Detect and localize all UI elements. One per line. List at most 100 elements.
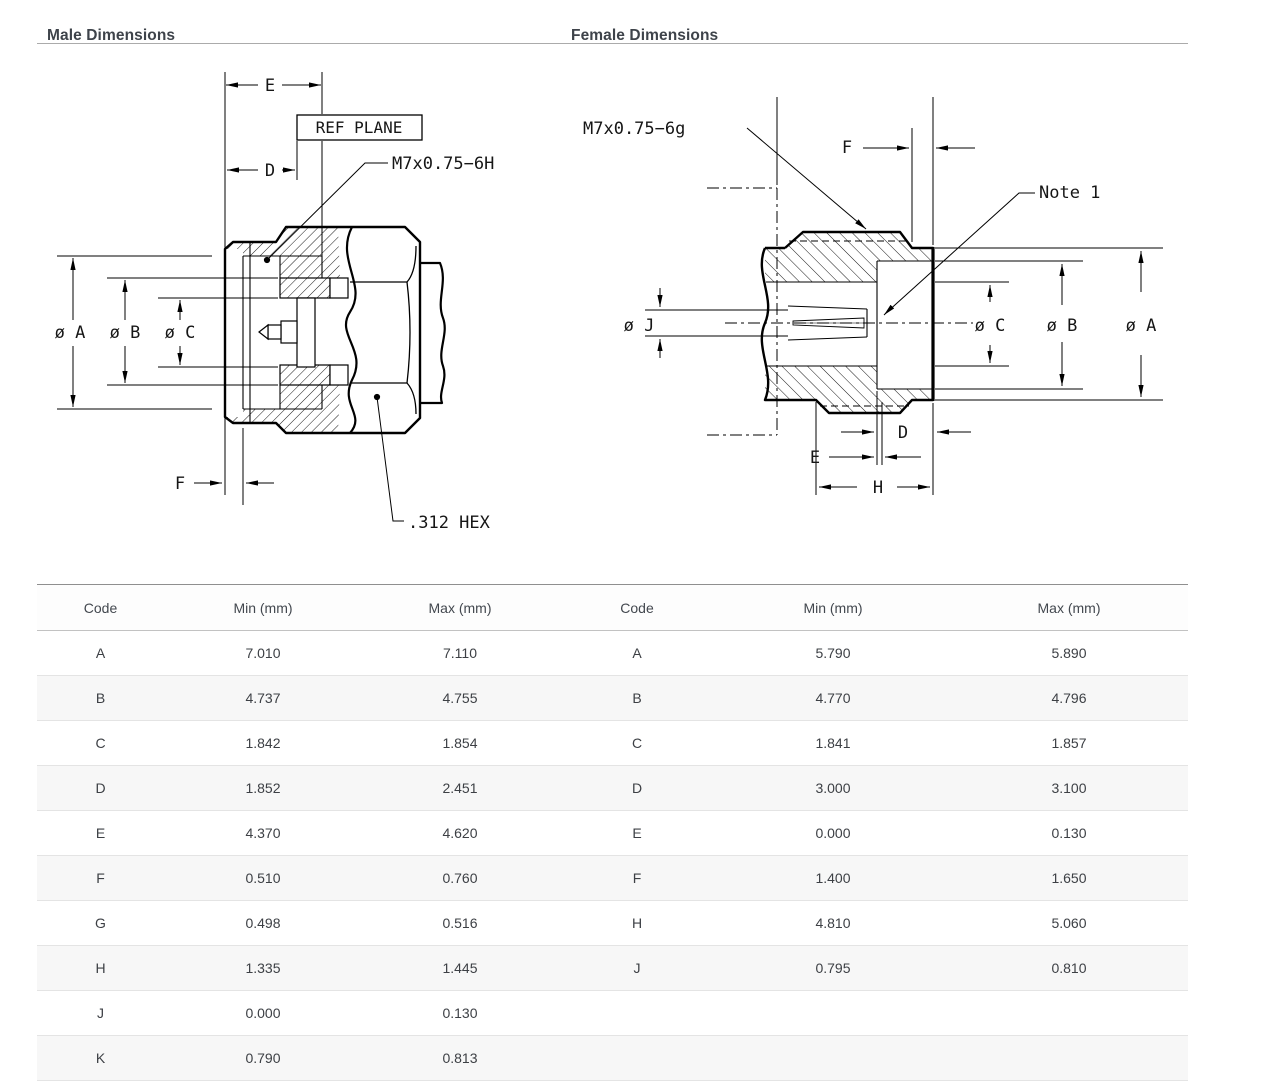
male-labels: E D REF PLANE M7x0.75−6H ø A ø B ø C F .… <box>55 76 495 533</box>
female-max-header: Max (mm) <box>950 584 1188 631</box>
female-min-header: Min (mm) <box>716 584 950 631</box>
male-dim-e-label: E <box>265 76 275 96</box>
table-cell: 4.796 <box>950 675 1188 721</box>
table-cell: J <box>37 990 164 1036</box>
male-contact-structure <box>258 277 349 386</box>
table-cell: C <box>37 720 164 766</box>
table-cell: 7.010 <box>164 630 362 676</box>
table-cell: F <box>37 855 164 901</box>
female-section-hatch <box>765 232 933 413</box>
female-note-leader <box>885 192 1035 314</box>
table-cell: 2.451 <box>362 765 558 811</box>
male-dia-b-label: ø B <box>110 323 141 343</box>
table-cell: 5.060 <box>950 900 1188 946</box>
female-dia-c-label: ø C <box>975 316 1006 336</box>
table-cell: A <box>37 630 164 676</box>
table-cell: 1.841 <box>716 720 950 766</box>
table-cell: 7.110 <box>362 630 558 676</box>
table-cell: D <box>558 765 716 811</box>
table-cell: J <box>558 945 716 991</box>
male-rear-cylinder <box>420 261 446 405</box>
female-dim-d-label: D <box>898 423 908 443</box>
table-cell: 1.445 <box>362 945 558 991</box>
female-internal-lines <box>766 260 933 390</box>
table-cell: C <box>558 720 716 766</box>
female-connector-drawing: M7x0.75−6g F Note 1 ø J ø C ø B ø A D E … <box>583 97 1163 498</box>
table-cell: 3.000 <box>716 765 950 811</box>
table-cell: 3.100 <box>950 765 1188 811</box>
female-thread-label: M7x0.75−6g <box>583 119 685 139</box>
table-cell: 1.857 <box>950 720 1188 766</box>
table-cell: 1.842 <box>164 720 362 766</box>
male-thread-label: M7x0.75−6H <box>392 154 494 174</box>
ref-plane-label: REF PLANE <box>316 118 403 137</box>
male-body-outline <box>223 225 446 435</box>
male-min-header: Min (mm) <box>164 584 362 631</box>
male-dia-c-label: ø C <box>165 323 196 343</box>
table-cell: 1.852 <box>164 765 362 811</box>
header-divider <box>37 43 1188 44</box>
table-cell: 0.498 <box>164 900 362 946</box>
female-section-title: Female Dimensions <box>571 26 719 44</box>
table-cell: 1.400 <box>716 855 950 901</box>
table-cell: G <box>37 900 164 946</box>
male-dim-d-label: D <box>265 161 275 181</box>
table-cell: 1.335 <box>164 945 362 991</box>
table-cell: 4.810 <box>716 900 950 946</box>
table-cell: 4.755 <box>362 675 558 721</box>
female-dim-e-label: E <box>810 448 820 468</box>
table-cell <box>950 990 1188 1036</box>
female-thread-leader <box>746 127 867 230</box>
table-cell: 0.810 <box>950 945 1188 991</box>
table-cell: 0.130 <box>362 990 558 1036</box>
table-cell: 5.890 <box>950 630 1188 676</box>
table-cell: E <box>558 810 716 856</box>
female-dia-b-label: ø B <box>1047 316 1078 336</box>
table-cell: 4.620 <box>362 810 558 856</box>
table-cell: E <box>37 810 164 856</box>
table-cell: 0.760 <box>362 855 558 901</box>
male-dia-a-label: ø A <box>55 323 86 343</box>
ref-plane-box <box>296 114 423 141</box>
female-dim-h-label: H <box>873 478 883 498</box>
table-cell: 0.795 <box>716 945 950 991</box>
female-code-header: Code <box>558 584 716 631</box>
male-code-header: Code <box>37 584 164 631</box>
female-dim-f-label: F <box>842 138 852 158</box>
table-cell: 0.000 <box>716 810 950 856</box>
table-cell: F <box>558 855 716 901</box>
male-max-header: Max (mm) <box>362 584 558 631</box>
female-socket-slot <box>792 317 865 329</box>
table-cell <box>950 1035 1188 1081</box>
table-cell: B <box>558 675 716 721</box>
table-cell: B <box>37 675 164 721</box>
table-cell: 0.516 <box>362 900 558 946</box>
male-hex-leader <box>376 396 404 522</box>
female-labels: M7x0.75−6g F Note 1 ø J ø C ø B ø A D E … <box>583 119 1156 498</box>
table-cell: 4.370 <box>164 810 362 856</box>
table-cell: 0.510 <box>164 855 362 901</box>
male-dimensions <box>57 72 423 522</box>
table-cell: 0.000 <box>164 990 362 1036</box>
male-hex-flat-lines <box>350 245 417 415</box>
male-internal-lines <box>242 242 323 423</box>
table-cell: 5.790 <box>716 630 950 676</box>
table-cell: A <box>558 630 716 676</box>
table-header-row: Code Min (mm) Max (mm) Code Min (mm) Max… <box>37 584 1188 631</box>
female-dia-a-label: ø A <box>1126 316 1157 336</box>
table-cell: 0.790 <box>164 1035 362 1081</box>
table-cell: 0.130 <box>950 810 1188 856</box>
table-cell <box>558 990 716 1036</box>
table-cell: H <box>37 945 164 991</box>
male-center-pin-tip <box>258 323 269 341</box>
